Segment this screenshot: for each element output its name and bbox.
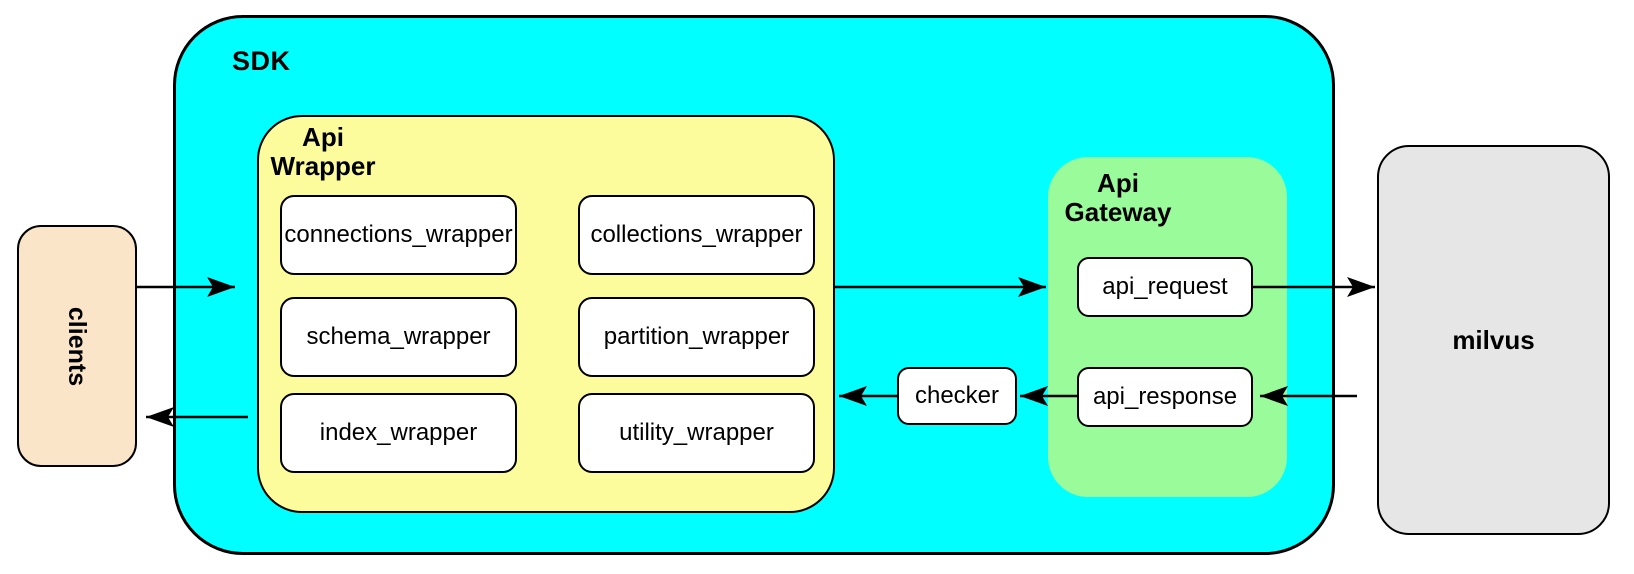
- api-gateway-container: Api Gateway: [1048, 157, 1287, 497]
- node-checker: checker: [897, 367, 1017, 425]
- sdk-label: SDK: [232, 46, 291, 76]
- api-gateway-label: Api Gateway: [1058, 168, 1178, 228]
- api-wrapper-label-line1: Api: [302, 122, 344, 152]
- module-utility-wrapper: utility_wrapper: [578, 393, 815, 473]
- module-schema-wrapper: schema_wrapper: [280, 297, 517, 377]
- clients-label: clients: [63, 306, 92, 386]
- node-milvus: milvus: [1377, 145, 1610, 535]
- api-gateway-label-line2: Gateway: [1064, 197, 1172, 228]
- node-clients: clients: [17, 225, 137, 467]
- module-collections-wrapper: collections_wrapper: [578, 195, 815, 275]
- module-connections-wrapper: connections_wrapper: [280, 195, 517, 275]
- api-gateway-label-line1: Api: [1097, 168, 1139, 198]
- module-api-response: api_response: [1077, 367, 1253, 427]
- api-wrapper-label: Api Wrapper: [265, 122, 381, 182]
- module-api-request: api_request: [1077, 257, 1253, 317]
- module-index-wrapper: index_wrapper: [280, 393, 517, 473]
- module-partition-wrapper: partition_wrapper: [578, 297, 815, 377]
- api-wrapper-label-line2: Wrapper: [270, 151, 376, 182]
